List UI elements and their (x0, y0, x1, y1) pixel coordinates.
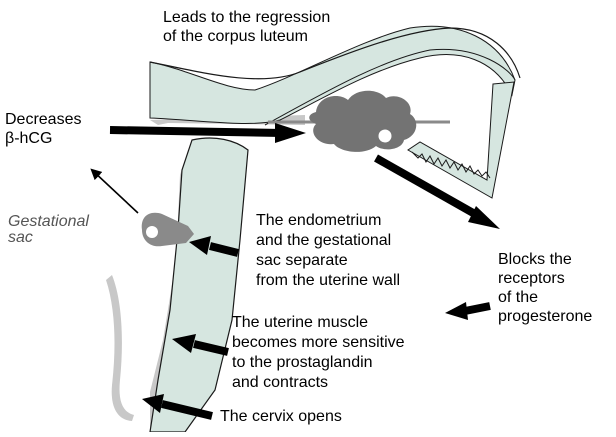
receptor-arrow (376, 158, 482, 218)
hcg-label: Decreases β-hCG (5, 110, 81, 148)
progesterone-arrow (465, 306, 490, 311)
ovary (309, 91, 416, 152)
corpus-luteum-label: Leads to the regression of the corpus lu… (163, 8, 330, 46)
ovary-follicle (378, 129, 392, 143)
muscle-label: The uterine muscle becomes more sensitiv… (232, 313, 405, 393)
receptors-label: Blocks the receptors of the progesterone (498, 250, 592, 326)
hcg-arrow (110, 130, 282, 133)
sac-thin-arrow (92, 170, 138, 213)
gestational-sac-label: Gestational sac (8, 214, 89, 246)
cervix-label: The cervix opens (220, 407, 342, 426)
endometrium-label: The endometrium and the gestational sac … (256, 211, 400, 291)
expelled-tissue (106, 275, 134, 421)
